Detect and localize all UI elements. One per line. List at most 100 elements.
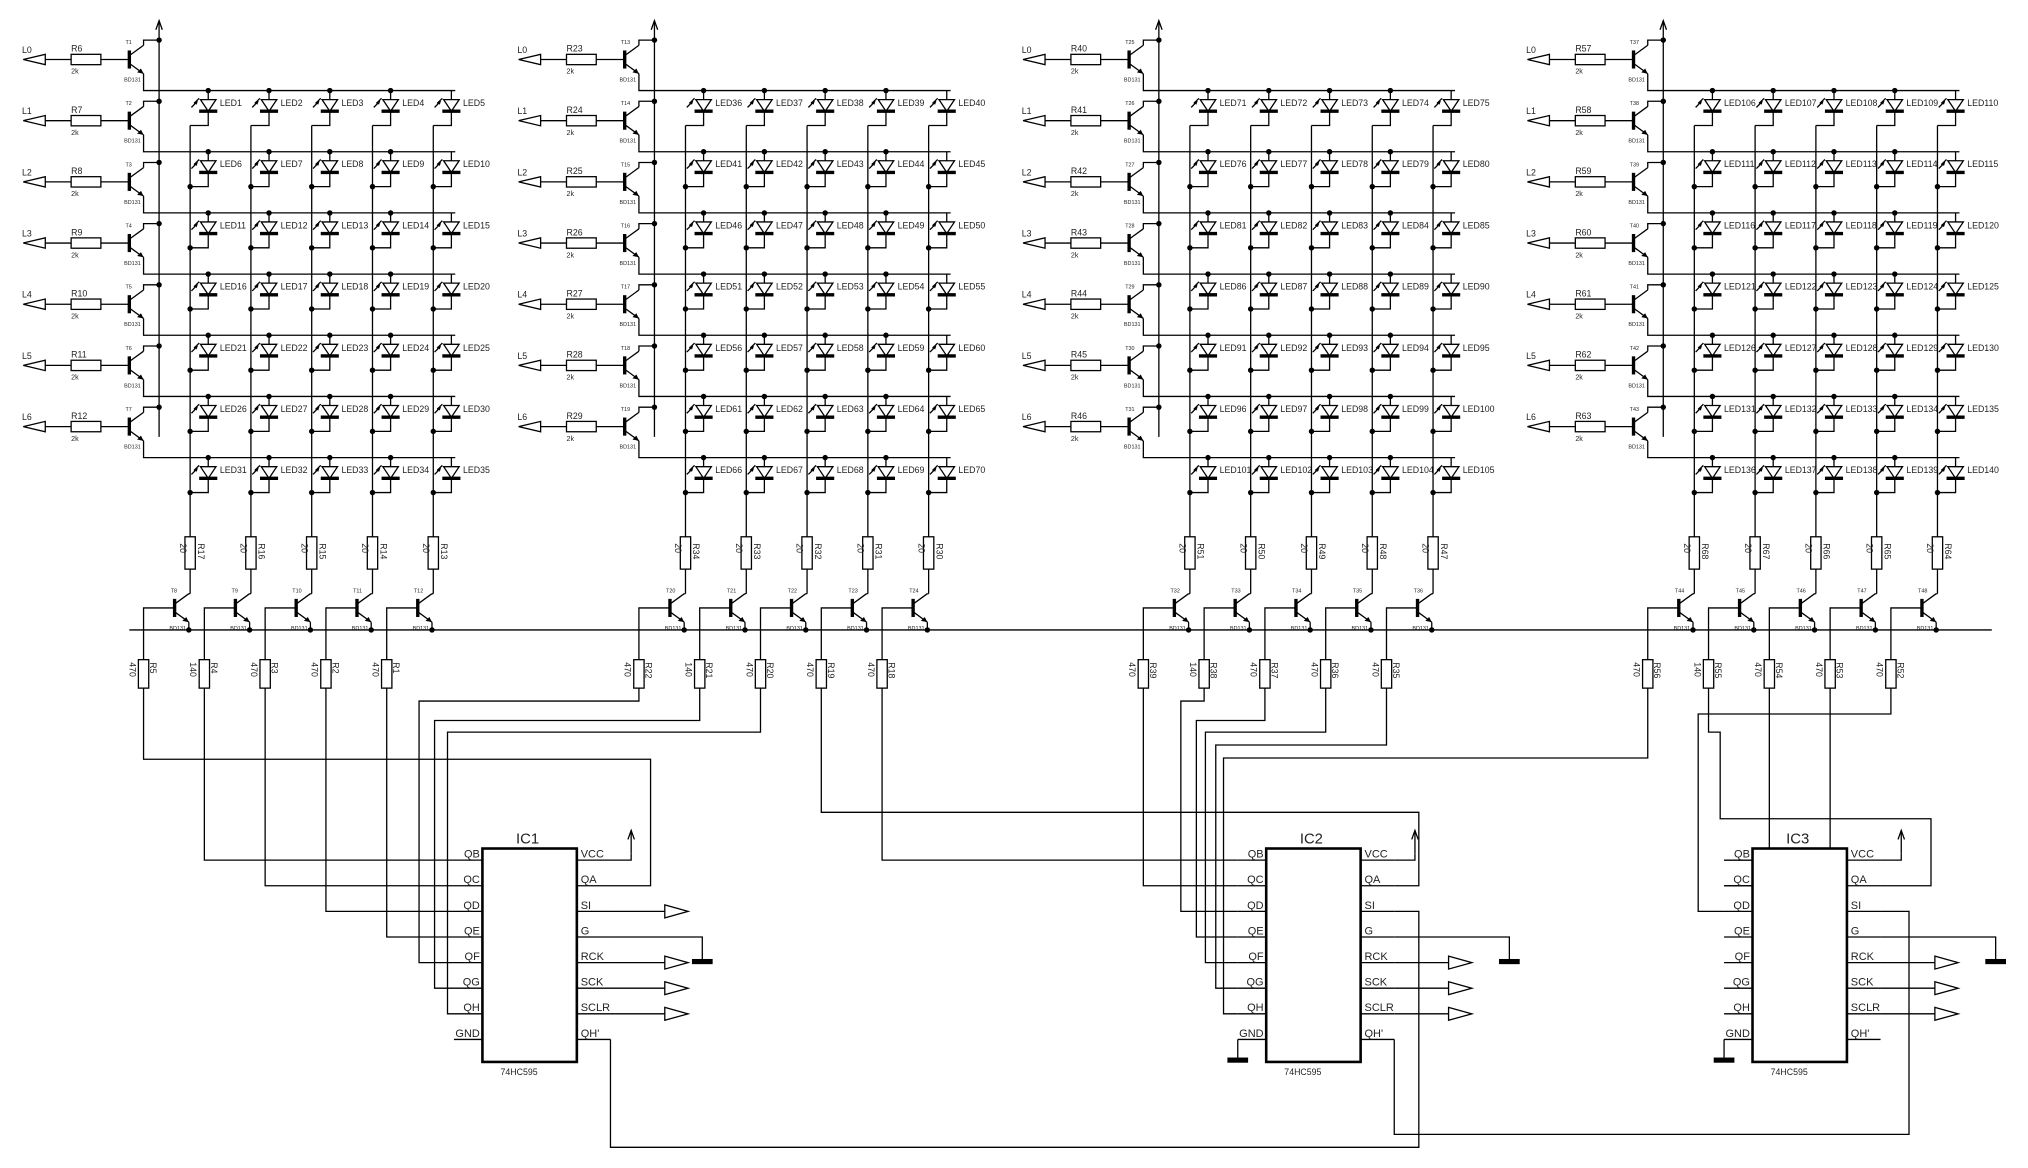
- ic-pin-label: QE: [1248, 925, 1264, 937]
- row-input-label: L1: [22, 106, 32, 116]
- led-cathode-wire: [1433, 111, 1452, 127]
- led-ref: LED120: [1967, 220, 1999, 230]
- transistor-type: BD131: [847, 626, 864, 632]
- transistor-type: BD131: [413, 626, 430, 632]
- led: LED87: [1247, 271, 1307, 312]
- input-port-icon: [1527, 114, 1551, 127]
- collector-wire: [638, 100, 655, 107]
- ic-pin-label: QH': [1851, 1028, 1870, 1040]
- base-wire: [1142, 607, 1175, 660]
- led-ref: LED104: [1402, 465, 1434, 475]
- led-ref: LED130: [1967, 343, 1999, 353]
- led: LED74: [1372, 87, 1429, 127]
- junction-dot: [1266, 149, 1272, 155]
- led-diode-icon: [937, 343, 956, 358]
- row-line: [1142, 379, 1456, 398]
- input-port-icon: [518, 298, 542, 311]
- led-ref: LED136: [1724, 465, 1756, 475]
- led-diode-icon: [755, 160, 774, 174]
- output-port-icon: [664, 904, 691, 919]
- ic-body: [1264, 847, 1362, 1064]
- net-qa: [1707, 688, 1932, 887]
- led-diode-icon: [260, 160, 278, 174]
- emitter-arrow-icon: [1136, 252, 1144, 258]
- led-cathode-wire: [1755, 111, 1774, 127]
- led-ref: LED40: [958, 98, 985, 108]
- input-port-icon: [1527, 359, 1551, 372]
- led: LED38: [807, 87, 864, 127]
- led-cathode-wire: [1937, 172, 1957, 188]
- led-ref: LED127: [1785, 343, 1817, 353]
- led-diode-icon: [876, 466, 895, 480]
- led-light-arrow: [1375, 342, 1382, 349]
- led-cathode-wire: [928, 417, 948, 433]
- vcc-arrowhead: [1411, 828, 1419, 840]
- led-diode-icon: [320, 221, 339, 235]
- led-ref: LED30: [463, 404, 490, 414]
- ic-part: 74HC595: [501, 1067, 538, 1077]
- row-resistor: [1574, 114, 1606, 127]
- led-ref: LED110: [1967, 98, 1998, 108]
- led-light-arrow: [1193, 403, 1200, 410]
- row-input-label: L2: [517, 167, 527, 177]
- row-resistor: [70, 114, 102, 127]
- base-wire: [699, 607, 731, 660]
- row-input-label: L5: [22, 351, 32, 361]
- column-resistor-value: 20: [239, 543, 249, 553]
- led-cathode-wire: [433, 355, 453, 371]
- row-input-label: L2: [1022, 167, 1032, 177]
- led-light-arrow: [688, 464, 695, 472]
- transistor-ref: T5: [125, 285, 131, 291]
- led-light-arrow: [375, 281, 383, 288]
- led-diode-icon: [694, 98, 713, 113]
- transistor-collector: [1633, 44, 1649, 57]
- ic-part: 74HC595: [1284, 1067, 1321, 1077]
- transistor-type: BD131: [620, 139, 637, 145]
- transistor-collector: [1799, 593, 1815, 605]
- net-q: [203, 688, 454, 861]
- led-light-arrow: [1880, 342, 1887, 349]
- led-ref: LED84: [1402, 220, 1429, 230]
- led-ref: LED113: [1846, 159, 1877, 169]
- junction-dot: [651, 282, 658, 288]
- base-resistor-value: 140: [683, 662, 693, 677]
- led-light-arrow: [1940, 220, 1947, 227]
- net-q: [1180, 688, 1238, 913]
- transistor-ref: T38: [1630, 101, 1639, 107]
- led: LED101: [1187, 454, 1251, 496]
- led-cathode-wire: [746, 233, 766, 249]
- led-diode-icon: [1442, 98, 1461, 113]
- led-ref: LED72: [1280, 98, 1307, 108]
- row-input-label: L4: [517, 290, 527, 300]
- led-diode-icon: [442, 160, 461, 174]
- led: LED138: [1813, 454, 1877, 496]
- led-light-arrow: [1375, 403, 1382, 410]
- base-resistor-ref: R18: [887, 662, 897, 678]
- led-ref: LED111: [1724, 159, 1755, 169]
- row-resistor: [1574, 237, 1606, 249]
- led-ref: LED117: [1785, 220, 1816, 230]
- led-cathode-wire: [372, 355, 392, 371]
- led: LED109: [1876, 87, 1938, 127]
- led-cathode-wire: [1876, 172, 1896, 188]
- led-diode-icon: [1703, 98, 1722, 113]
- transistor-type: BD131: [1352, 626, 1369, 632]
- transistor-ref: T18: [621, 346, 630, 352]
- led-cathode-wire: [685, 417, 705, 433]
- led-diode-icon: [1381, 98, 1400, 113]
- led-cathode-wire: [1433, 172, 1452, 188]
- transistor-type: BD131: [1124, 139, 1141, 145]
- led: LED35: [430, 457, 490, 496]
- ic-pin-label: QH: [1247, 1002, 1264, 1014]
- led-light-arrow: [1193, 281, 1200, 288]
- led-ref: LED139: [1906, 465, 1938, 475]
- emitter-arrow-icon: [303, 616, 311, 623]
- led-light-arrow: [1758, 403, 1765, 410]
- led-diode-icon: [876, 404, 895, 419]
